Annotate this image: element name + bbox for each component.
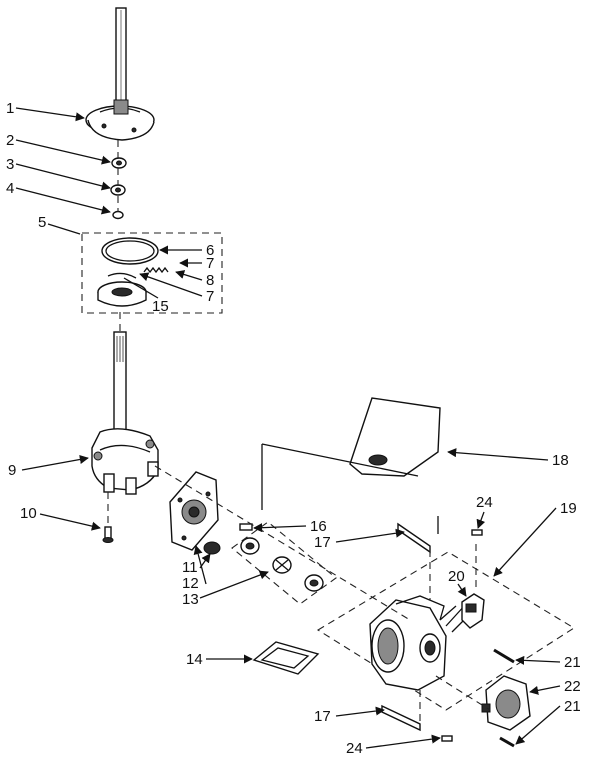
- callout-5: 5: [38, 214, 46, 231]
- part-5-assembly-box: [81, 232, 223, 314]
- callout-7b: 7: [206, 288, 214, 305]
- part-3-washer: [110, 184, 126, 196]
- callout-21b: 21: [564, 698, 581, 715]
- callout-19: 19: [560, 500, 577, 517]
- part-10-bolt: [102, 526, 114, 543]
- part-16-pin: [239, 523, 253, 531]
- part-21-clip-upper: [493, 648, 515, 664]
- part-17-bracket-lower: [381, 704, 421, 732]
- part-24-screw-lower: [441, 735, 453, 742]
- callout-18: 18: [552, 452, 569, 469]
- part-22-cover: [481, 675, 531, 731]
- part-20-switch: [461, 593, 485, 629]
- leader-lines: [15, 107, 561, 749]
- align-line-1: [154, 465, 411, 621]
- part-4-ring: [112, 210, 124, 220]
- callout-17b: 17: [314, 708, 331, 725]
- callout-9: 9: [8, 462, 16, 479]
- part-6-spring-ring: [101, 237, 159, 265]
- callout-10: 10: [20, 505, 37, 522]
- part-17-bracket-upper: [397, 522, 431, 554]
- callout-11: 11: [182, 559, 198, 576]
- align-line-3: [435, 675, 491, 711]
- part-1-cam: [85, 99, 155, 141]
- callout-24a: 24: [476, 494, 493, 511]
- callout-15: 15: [152, 298, 169, 315]
- callout-1: 1: [6, 100, 14, 117]
- part-19-motor-box: [316, 551, 576, 711]
- callout-4: 4: [6, 180, 14, 197]
- part-2-washer: [111, 157, 127, 169]
- callout-20: 20: [448, 568, 465, 585]
- callout-12: 12: [182, 575, 199, 592]
- part-9-gearcase: [91, 428, 159, 495]
- callout-13: 13: [182, 591, 199, 608]
- callout-8: 8: [206, 272, 214, 289]
- part-18-shield: [349, 397, 441, 477]
- part-8-spring: [143, 266, 169, 274]
- part-13-coupling-set: [240, 537, 324, 592]
- part-21-clip-lower: [499, 736, 515, 748]
- part-11-knob: [203, 541, 221, 555]
- callout-6: 6: [206, 242, 214, 259]
- callout-14: 14: [186, 651, 203, 668]
- part-15-clutch: [97, 272, 147, 307]
- callout-2: 2: [6, 132, 14, 149]
- callout-7a: 7: [206, 255, 214, 272]
- part-24-screw-upper: [471, 529, 483, 536]
- callout-22: 22: [564, 678, 581, 695]
- part-14-gasket: [252, 641, 320, 675]
- drive-shaft-lower: [113, 331, 127, 438]
- agitator-shaft-top: [115, 7, 127, 109]
- callout-21a: 21: [564, 654, 581, 671]
- callout-24b: 24: [346, 740, 363, 757]
- callout-17a: 17: [314, 534, 331, 551]
- callout-3: 3: [6, 156, 14, 173]
- pump-plate: [169, 471, 219, 551]
- callout-16: 16: [310, 518, 327, 535]
- callout-labels: 1 2 3 4 5 6 7 8 7 15 9 10 11 12 13 14 16…: [6, 100, 581, 757]
- motor: [369, 595, 469, 691]
- guide-line-shield: [261, 443, 419, 477]
